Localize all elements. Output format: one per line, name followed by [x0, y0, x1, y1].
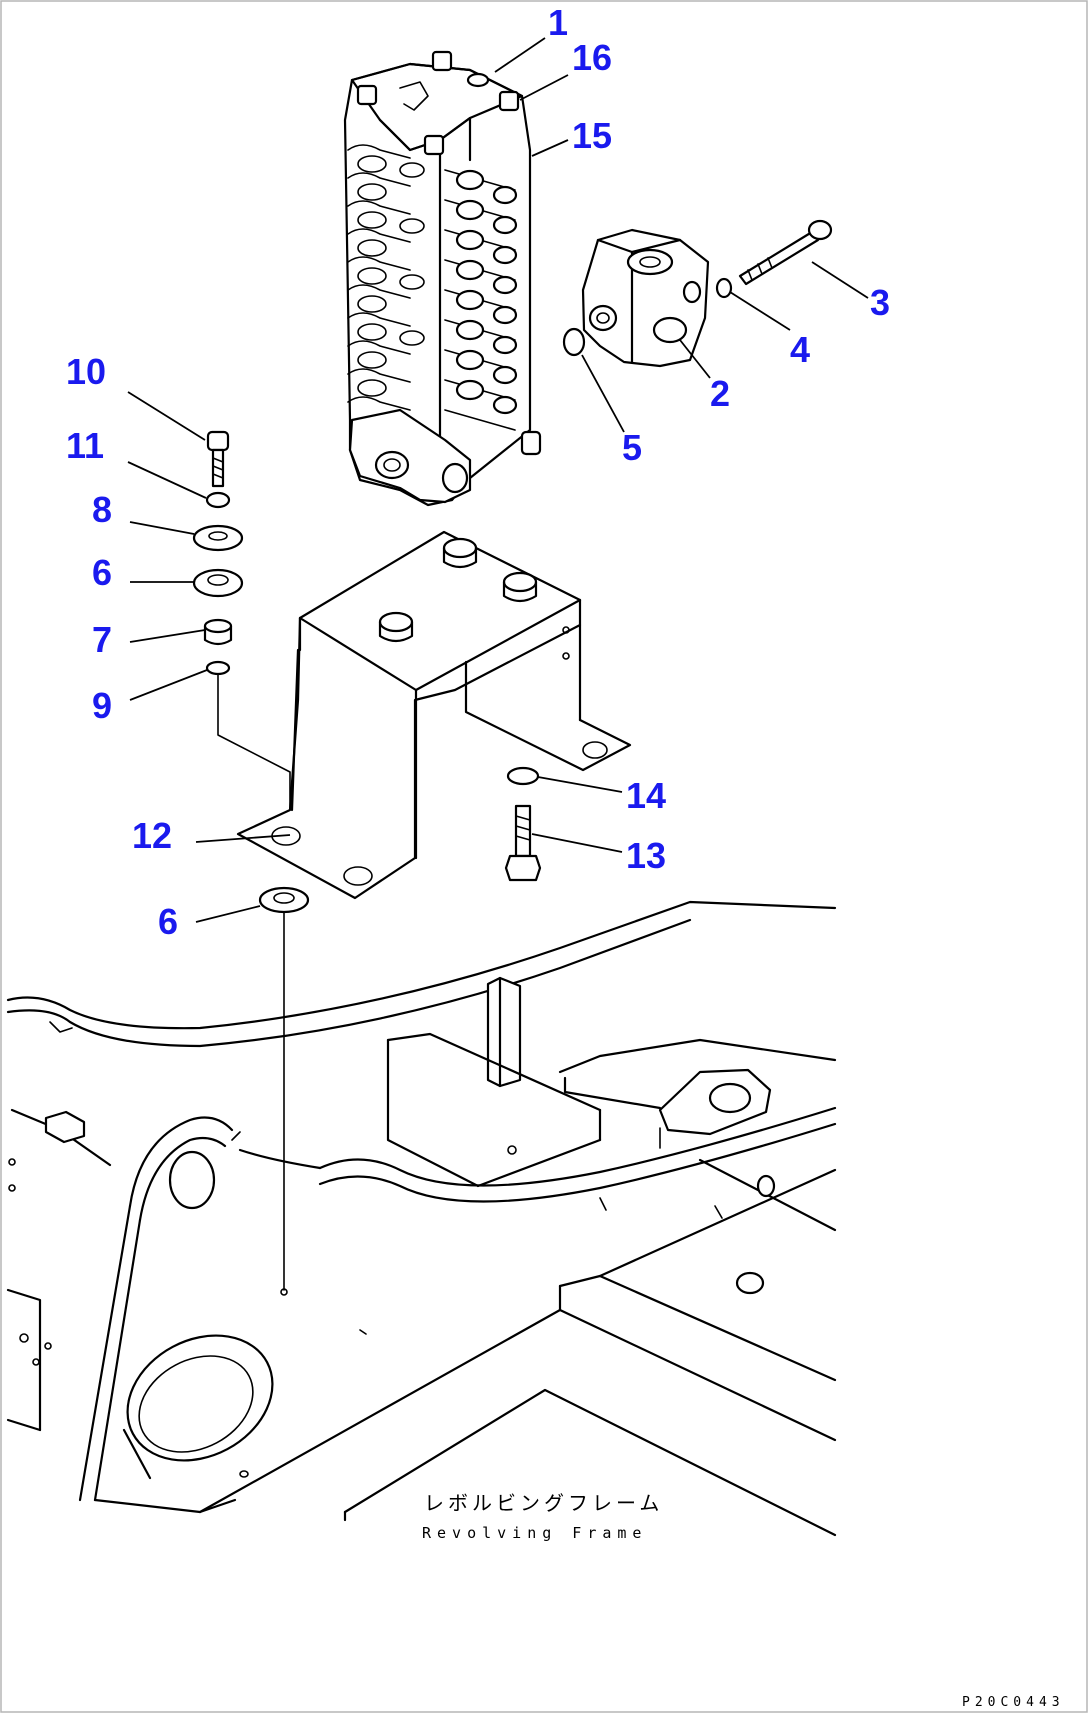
valve-sections [347, 144, 425, 411]
cushion-6-lower [258, 886, 310, 1296]
drawing-code: P20C0443 [962, 1695, 1065, 1710]
callout-8: 8 [92, 489, 112, 530]
revolving-frame [6, 900, 837, 1537]
mount-hardware-stack [192, 430, 291, 836]
callout-11: 11 [66, 425, 104, 466]
callout-15: 15 [572, 115, 612, 156]
control-valve [343, 50, 542, 507]
frame-caption-english: Revolving Frame [422, 1524, 647, 1542]
callout-14: 14 [626, 775, 666, 816]
frame-caption-japanese: レボルビングフレーム [424, 1491, 663, 1515]
callout-5: 5 [622, 427, 642, 468]
callout-2: 2 [710, 373, 730, 414]
callout-7: 7 [92, 619, 112, 660]
callout-3: 3 [870, 282, 890, 323]
callout-10: 10 [66, 351, 106, 392]
o-ring-5 [562, 327, 586, 357]
relief-valve-block [581, 228, 710, 368]
washer-14 [506, 766, 540, 786]
callout-16: 16 [572, 37, 612, 78]
bolt-13 [504, 804, 542, 882]
callout-labels: 1 16 15 3 4 2 5 10 11 8 6 7 9 14 13 12 6 [66, 2, 890, 942]
top-bolt [356, 50, 520, 156]
callout-6-lower: 6 [158, 901, 178, 942]
callout-12: 12 [132, 815, 172, 856]
callout-1: 1 [548, 2, 568, 43]
spool-ends [444, 169, 542, 456]
callout-4: 4 [790, 329, 810, 370]
valve-bracket [236, 530, 632, 900]
bolt-3 [738, 219, 833, 286]
callout-13: 13 [626, 835, 666, 876]
leader-lines [127, 37, 869, 923]
callout-9: 9 [92, 685, 112, 726]
washer-4 [715, 277, 733, 299]
callout-6-upper: 6 [92, 552, 112, 593]
